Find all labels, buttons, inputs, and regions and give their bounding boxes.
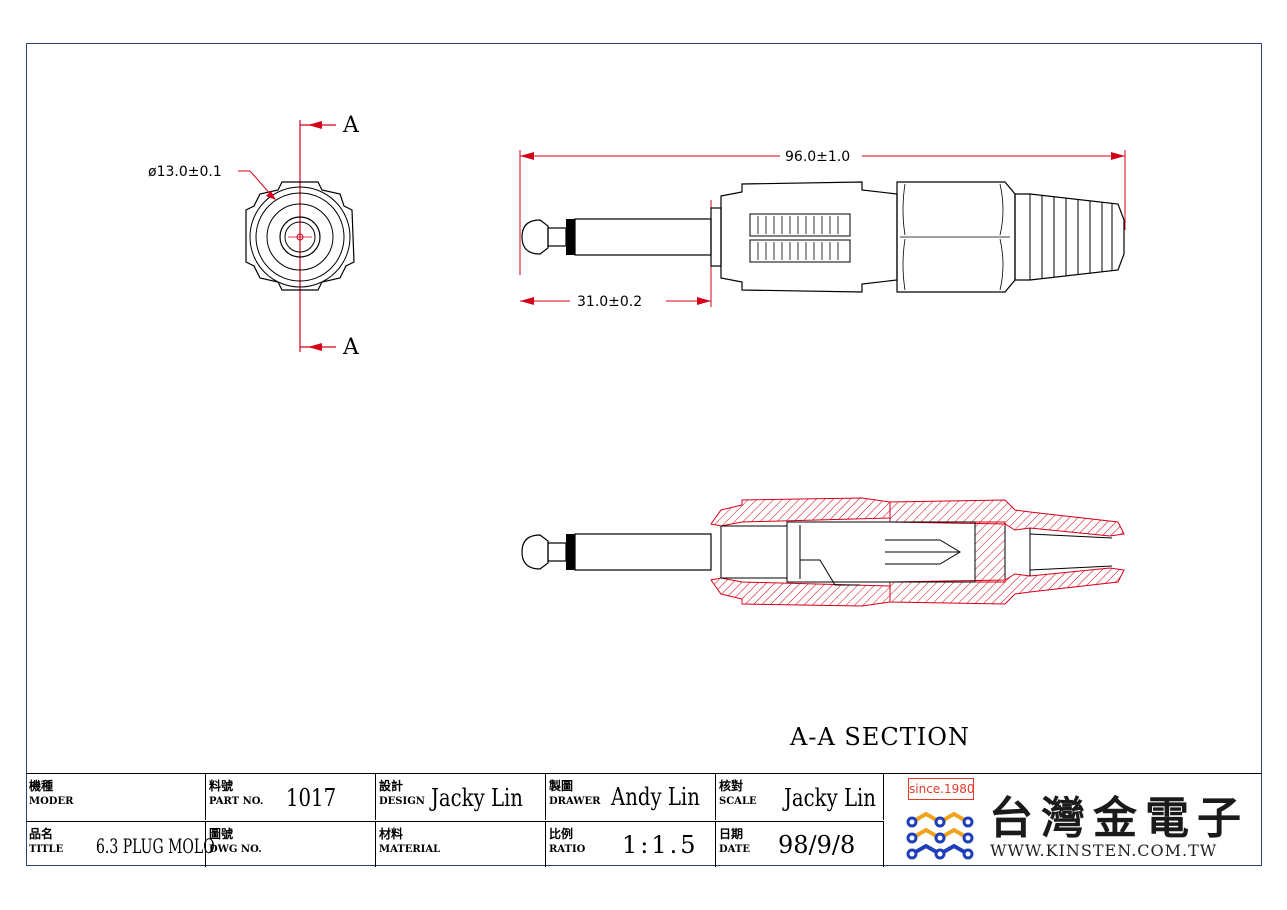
drawer-value: Andy Lin — [611, 783, 700, 811]
material-cell: 材料 MATERIAL — [376, 821, 546, 867]
date-label-cn: 日期 — [719, 827, 744, 841]
design-cell: 設計 DESIGN Jacky Lin — [376, 774, 546, 820]
date-label-en: DATE — [719, 844, 750, 855]
title-label-cn: 品名 — [29, 827, 54, 841]
section-arrow-top — [308, 121, 322, 129]
dwg-label-en: DWG NO. — [209, 844, 262, 855]
title-label-en: TITLE — [29, 844, 64, 855]
ratio-label-cn: 比例 — [549, 827, 574, 841]
company-name-cn: 台灣金電子 — [989, 793, 1249, 844]
model-cell: 機種 MODER — [26, 774, 206, 820]
end-view: A A ø13.0±0.1 — [148, 113, 360, 360]
part-label-en: PART NO. — [209, 796, 264, 807]
ratio-cell: 比例 RATIO 1:1.5 — [546, 821, 716, 867]
scale-label-en: SCALE — [719, 796, 757, 807]
material-label-en: MATERIAL — [379, 844, 441, 855]
length-label: 96.0±1.0 — [785, 149, 850, 165]
title-block: 機種 MODER 品名 TITLE 6.3 PLUG MOLO 料號 PART … — [26, 773, 1262, 867]
section-title: A-A SECTION — [789, 723, 970, 751]
date-value: 98/9/8 — [778, 831, 856, 859]
part-cell: 料號 PART NO. 1017 — [206, 774, 376, 820]
drawer-label-en: DRAWER — [549, 796, 601, 807]
drawing-frame — [26, 43, 1262, 866]
tip-length-label: 31.0±0.2 — [577, 294, 642, 310]
section-view: A-A SECTION — [521, 497, 1125, 751]
company-logo-area: since.1980 台灣金電子 WWW.KINSTEN.COM.TW — [904, 774, 1262, 867]
scale-cell: 核對 SCALE Jacky Lin — [716, 774, 884, 820]
side-view: 96.0±1.0 31.0±0.2 — [519, 149, 1126, 310]
plug-grip — [720, 181, 898, 293]
section-arrow-bottom — [308, 343, 322, 351]
ratio-label-en: RATIO — [549, 844, 586, 855]
company-website: WWW.KINSTEN.COM.TW — [990, 841, 1218, 860]
strain-relief — [1014, 193, 1125, 281]
plug-tip — [521, 219, 549, 255]
material-label-cn: 材料 — [379, 827, 404, 841]
section-marker-top: A — [342, 113, 360, 138]
design-value: Jacky Lin — [431, 784, 523, 812]
since-badge: since.1980 — [908, 778, 975, 800]
drawer-cell: 製圖 DRAWER Andy Lin — [546, 774, 716, 820]
model-label-cn: 機種 — [29, 779, 54, 793]
end-view-outline — [245, 181, 355, 291]
ratio-value: 1:1.5 — [622, 831, 699, 859]
scale-value: Jacky Lin — [784, 784, 876, 812]
part-value: 1017 — [286, 784, 337, 812]
scale-label-cn: 核對 — [719, 779, 744, 793]
title-value: 6.3 PLUG MOLO — [96, 834, 215, 858]
dwg-label-cn: 圖號 — [209, 827, 234, 841]
insulator-ring — [566, 219, 575, 255]
date-cell: 日期 DATE 98/9/8 — [716, 821, 884, 867]
design-label-cn: 設計 — [379, 779, 404, 793]
dwg-cell: 圖號 DWG NO. — [206, 821, 376, 867]
section-marker-bottom: A — [342, 335, 360, 360]
company-logo-icon — [906, 811, 974, 860]
diameter-label: ø13.0±0.1 — [148, 164, 222, 180]
drawer-label-cn: 製圖 — [549, 779, 574, 793]
part-label-cn: 料號 — [209, 779, 234, 793]
model-label-en: MODER — [29, 796, 74, 807]
design-label-en: DESIGN — [379, 796, 425, 807]
plug-sleeve — [574, 218, 712, 256]
title-cell: 品名 TITLE 6.3 PLUG MOLO — [26, 821, 215, 867]
